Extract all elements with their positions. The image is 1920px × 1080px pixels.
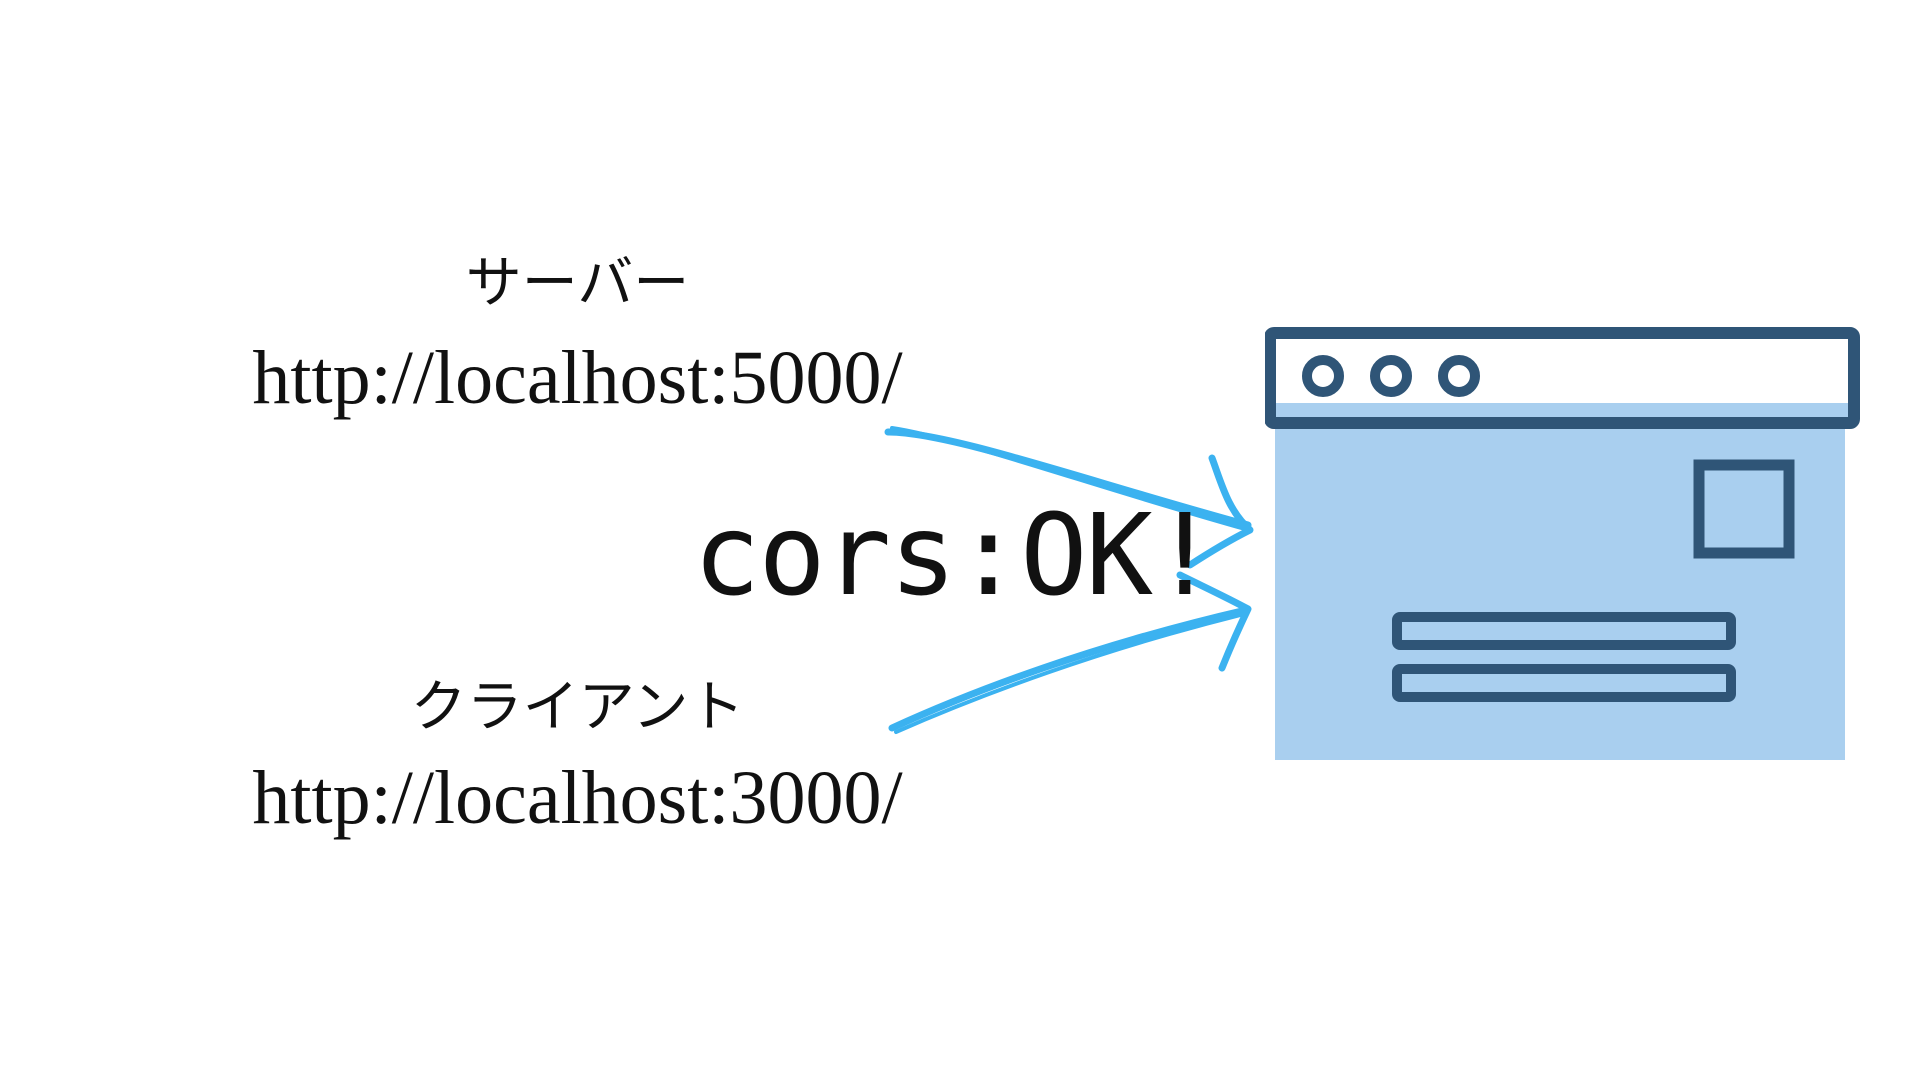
client-arrow-icon xyxy=(888,571,1252,734)
server-arrow-icon xyxy=(884,426,1254,569)
window-dot-icon xyxy=(1302,355,1344,397)
cors-status-label: cors:OK! xyxy=(693,491,1218,621)
client-url: http://localhost:3000/ xyxy=(252,756,903,840)
browser-titlebar-shade xyxy=(1270,403,1854,421)
server-title: サーバー xyxy=(465,251,690,316)
window-dot-icon xyxy=(1438,355,1480,397)
content-line-icon xyxy=(1392,612,1736,650)
browser-body xyxy=(1275,400,1845,760)
browser-window-icon xyxy=(1265,325,1875,775)
content-line-icon xyxy=(1392,664,1736,702)
server-url: http://localhost:5000/ xyxy=(252,336,903,420)
browser-titlebar-border xyxy=(1265,327,1860,429)
window-dot-icon xyxy=(1370,355,1412,397)
client-title: クライアント xyxy=(410,675,745,740)
content-square-icon xyxy=(1693,459,1795,559)
